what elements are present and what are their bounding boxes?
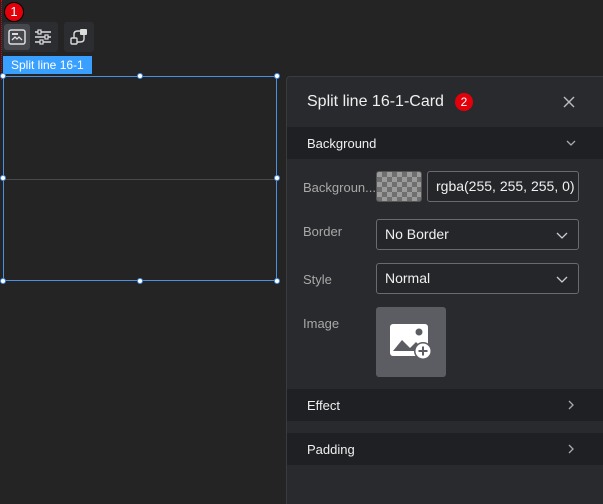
panel-header: Split line 16-1-Card 2 [287, 77, 603, 127]
chevron-down-icon [556, 276, 568, 283]
link-icon [70, 29, 87, 45]
background-color-label: Backgroun... [303, 180, 376, 195]
resize-handle-ne[interactable] [274, 73, 280, 79]
add-image-icon [390, 324, 432, 360]
resize-handle-se[interactable] [274, 278, 280, 284]
section-background-label: Background [307, 135, 377, 151]
component-toolbar [2, 22, 94, 52]
close-icon[interactable] [561, 94, 577, 110]
resize-handle-s[interactable] [137, 278, 143, 284]
style-label: Style [303, 272, 332, 287]
resize-handle-n[interactable] [137, 73, 143, 79]
section-padding-label: Padding [307, 441, 355, 457]
interaction-button[interactable] [66, 24, 92, 50]
guide-line [1, 0, 2, 80]
section-effect[interactable]: Effect [287, 389, 603, 421]
border-select[interactable]: No Border [376, 219, 579, 250]
image-icon [8, 29, 26, 45]
toolbar-group-link [64, 22, 94, 52]
toolbar-group-main [2, 22, 58, 52]
card-settings-panel: Split line 16-1-Card 2 Background Backgr… [286, 76, 603, 504]
chevron-down-icon [556, 232, 568, 239]
step-badge-2: 2 [454, 93, 473, 111]
chevron-right-icon [568, 400, 574, 410]
border-select-value: No Border [385, 226, 449, 242]
chevron-down-icon [566, 140, 576, 146]
section-effect-label: Effect [307, 397, 341, 413]
resize-handle-e[interactable] [274, 175, 280, 181]
resize-handle-w[interactable] [0, 175, 6, 181]
component-name-tag: Split line 16-1 [3, 56, 92, 74]
panel-title: Split line 16-1-Card [307, 93, 444, 110]
border-label: Border [303, 224, 343, 239]
color-swatch[interactable] [376, 171, 422, 202]
image-upload-button[interactable] [376, 307, 446, 377]
resize-handle-sw[interactable] [0, 278, 6, 284]
split-line [4, 179, 276, 180]
sliders-icon [35, 29, 51, 45]
section-padding[interactable]: Padding [287, 433, 603, 465]
settings-button[interactable] [30, 24, 56, 50]
section-background[interactable]: Background [287, 127, 603, 159]
style-select[interactable]: Normal [376, 263, 579, 294]
chevron-right-icon [568, 444, 574, 454]
card-style-button[interactable] [4, 24, 30, 50]
selected-component[interactable] [3, 76, 277, 281]
image-label: Image [303, 316, 340, 331]
step-badge-1: 1 [4, 2, 24, 22]
background-color-input[interactable]: rgba(255, 255, 255, 0) [427, 171, 579, 202]
style-select-value: Normal [385, 270, 431, 286]
resize-handle-nw[interactable] [0, 73, 6, 79]
